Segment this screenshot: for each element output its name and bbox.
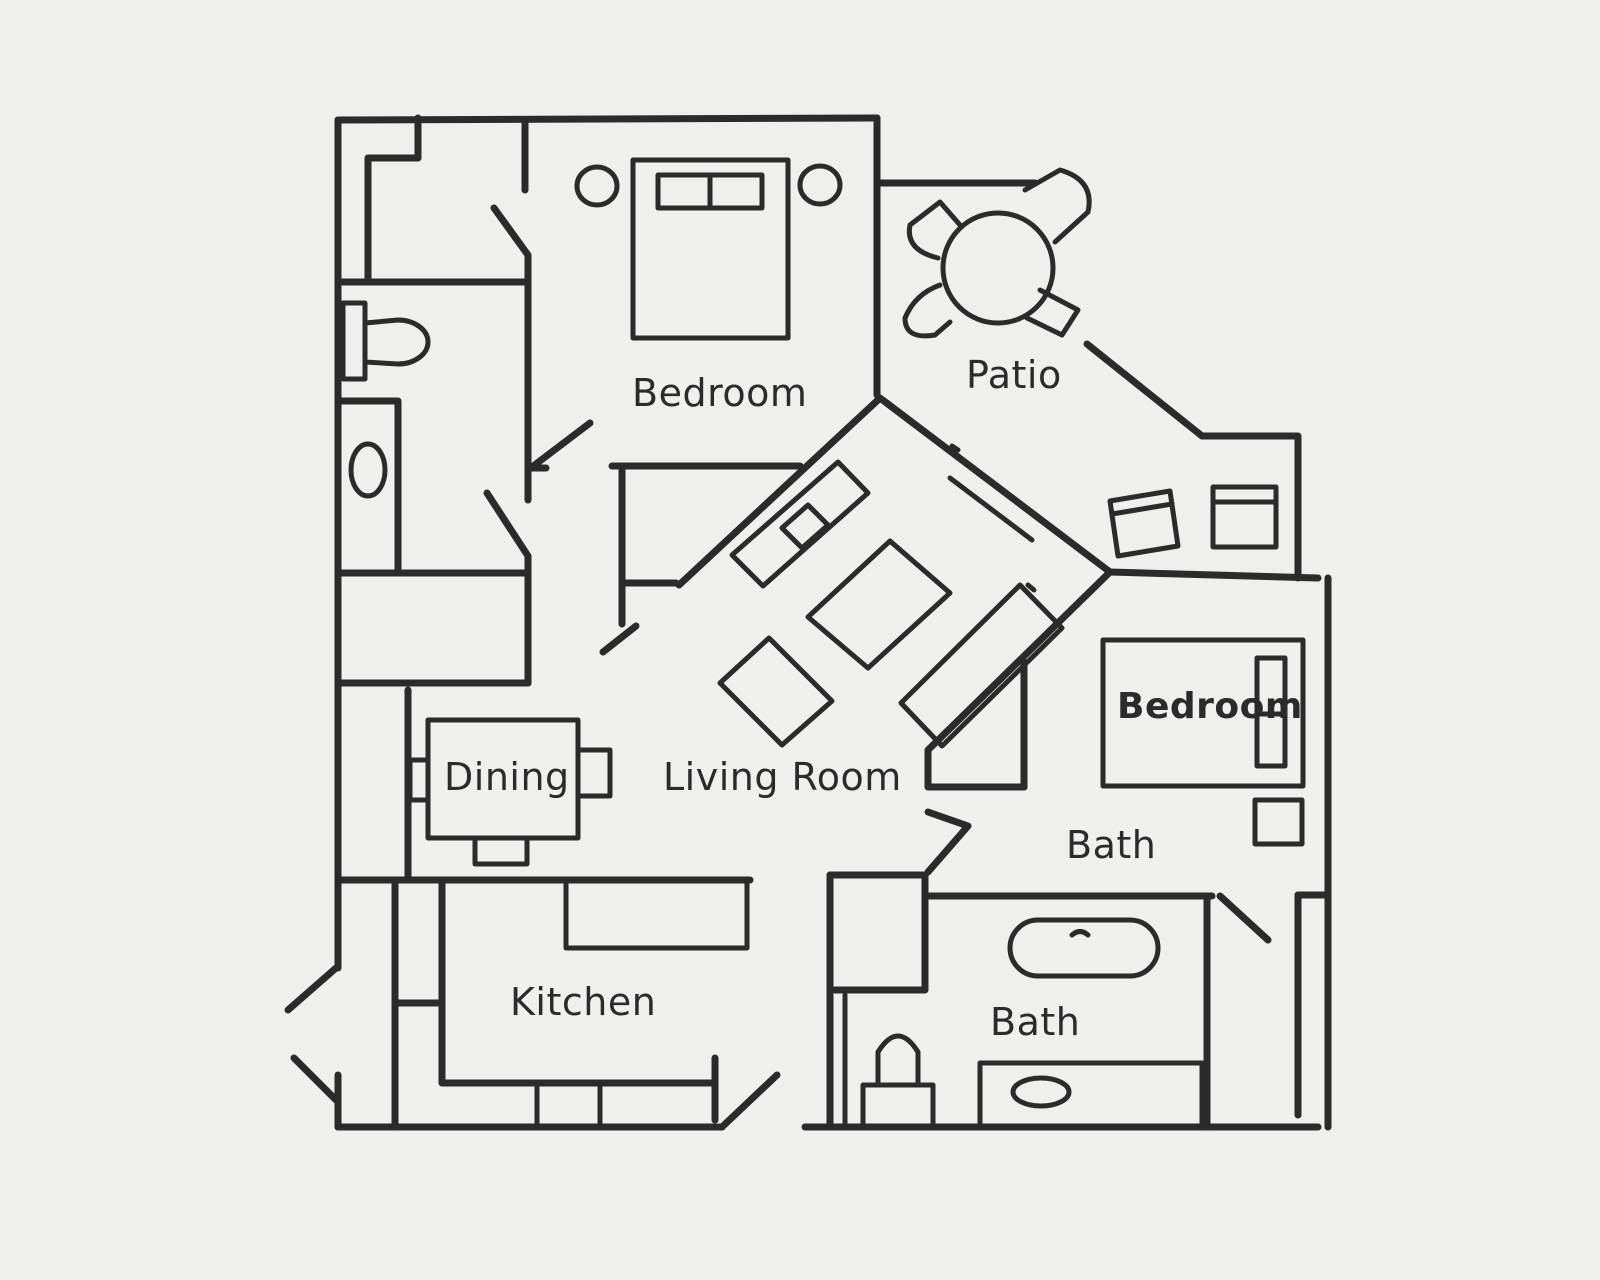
main-bed: [630, 157, 791, 341]
pillow-left: [655, 172, 713, 211]
patio-chair-box-1-line: [1109, 501, 1175, 517]
patio-table: [940, 210, 1056, 326]
closet-wall: [364, 114, 422, 284]
tv-unit: [779, 502, 831, 551]
hall-door-swing: [524, 419, 594, 474]
patio-chair-se: [1024, 287, 1081, 338]
ottoman: [717, 635, 835, 748]
toilet-bowl: [362, 317, 431, 367]
bathtub-drain: [1069, 929, 1091, 938]
label-dining: Dining: [444, 755, 570, 799]
living-diag-wall-east: [1106, 568, 1322, 582]
living-diag-wall-north: [675, 394, 1114, 589]
hall-wall-upper: [490, 204, 532, 504]
label-bath-lower: Bath: [990, 1000, 1080, 1044]
patio-chair-box-2: [1210, 484, 1279, 550]
vanity: [977, 1060, 1205, 1130]
tub-wall: [334, 397, 402, 577]
patio-furniture: [902, 167, 1279, 559]
lower-bath-fixtures: [860, 917, 1205, 1130]
hall-wall-lower: [483, 489, 532, 687]
label-bath-upper: Bath: [1066, 823, 1156, 867]
patio-chair-sw: [902, 282, 953, 339]
label-bedroom-second: Bedroom: [1117, 686, 1303, 727]
vanity-sink: [1010, 1075, 1072, 1109]
kitchen-furniture: [534, 877, 750, 1128]
patio-chair-ne: [1022, 167, 1092, 245]
kitchen-island: [563, 877, 750, 951]
west-wing-walls: [334, 114, 594, 884]
second-nightstand: [1252, 797, 1305, 847]
patio-chair-nw: [906, 199, 963, 261]
tub-drain-oval: [348, 441, 388, 499]
living-room-walls: [599, 394, 1322, 876]
sofa: [898, 582, 1065, 749]
bath-door-swing: [1216, 892, 1272, 944]
west-door-swing-lower: [290, 1054, 340, 1104]
label-bedroom-main: Bedroom: [632, 371, 807, 415]
nightstand-lamp-left: [574, 164, 620, 208]
dining-chair-bottom: [472, 835, 530, 867]
bath-top-wall: [826, 871, 929, 994]
living-entry-wall: [924, 808, 972, 876]
dining-chair-left: [407, 757, 431, 803]
north-wall: [334, 114, 881, 124]
dining-chair-right: [575, 747, 613, 799]
west-door-swing-upper: [284, 964, 340, 1014]
coffee-table: [805, 538, 953, 671]
patio-chair-box-1: [1107, 488, 1181, 559]
lower-bath-walls: [826, 871, 1332, 1131]
label-living-room: Living Room: [663, 755, 902, 799]
kitchen-door-swing: [718, 1071, 781, 1131]
pillow-right: [707, 172, 765, 211]
main-bedroom-furniture: [574, 157, 843, 341]
toilet-tank: [340, 300, 368, 382]
wall-tick-a: [949, 443, 961, 453]
label-patio: Patio: [966, 353, 1062, 397]
second-bed-pillow-bottom: [1254, 711, 1288, 769]
hall-closet-door: [599, 622, 640, 656]
label-kitchen: Kitchen: [510, 980, 656, 1024]
patio-diagonal-wall: [1083, 340, 1302, 582]
room-labels: Bedroom Patio Bedroom Dining Living Room…: [444, 353, 1303, 1044]
bathtub: [1007, 917, 1161, 979]
kitchen-counter-west: [438, 876, 716, 1087]
nightstand-lamp-right: [797, 163, 843, 207]
lower-toilet-tank: [860, 1082, 936, 1130]
toilet-fixture: [340, 300, 431, 382]
living-room-furniture: [717, 443, 1065, 749]
dining-furniture: [407, 717, 613, 867]
second-bed: [1100, 637, 1306, 789]
lower-toilet-bowl: [875, 1033, 921, 1088]
wall-tick-b: [1025, 582, 1037, 593]
living-diag-wall-south: [924, 568, 1114, 791]
second-bedroom-furniture: [1100, 637, 1306, 847]
wall-shelf-line: [947, 475, 1035, 543]
tv-console: [729, 459, 871, 589]
